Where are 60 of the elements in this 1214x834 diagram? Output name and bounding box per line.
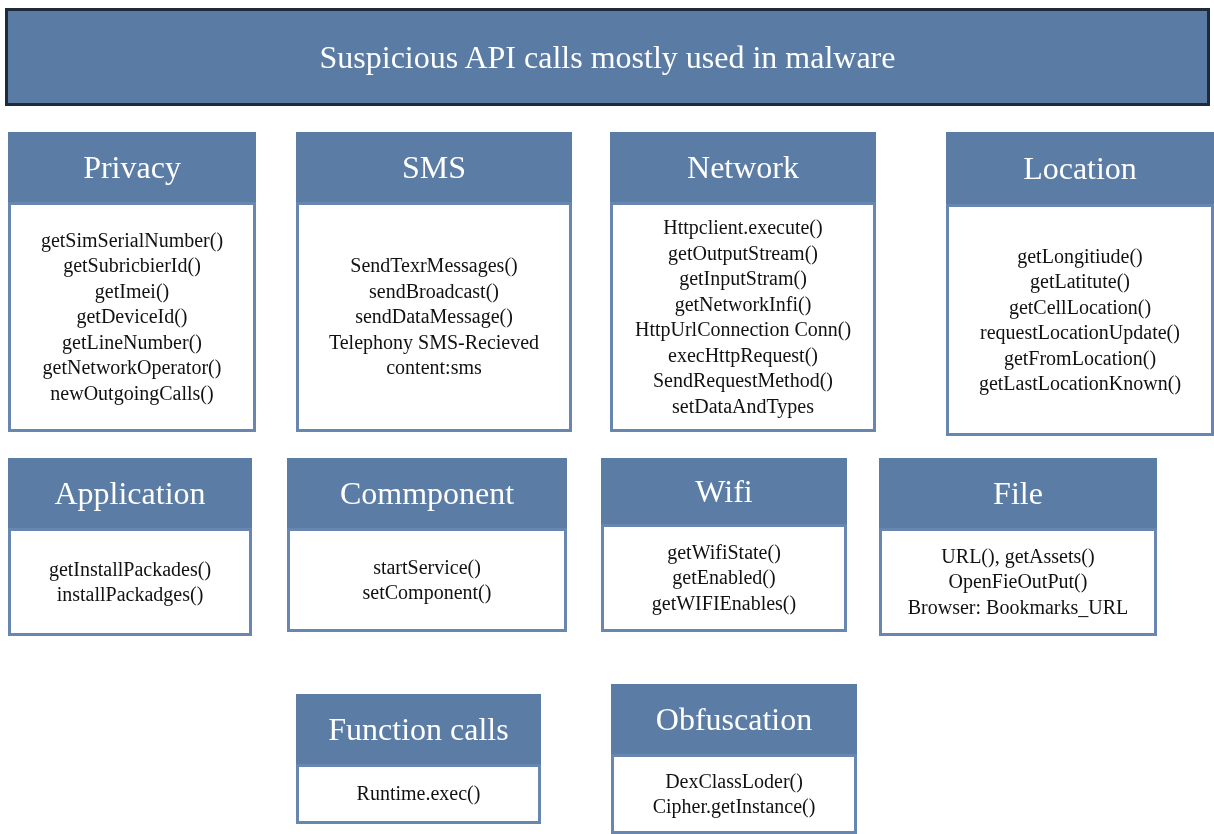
- category-header: Wifi: [601, 458, 847, 524]
- api-call-text: sendBroadcast(): [369, 278, 499, 305]
- api-call-text: getFromLocation(): [1003, 345, 1157, 371]
- category-card: [287, 458, 567, 632]
- api-call-text: getNetworkOperator(): [42, 355, 222, 381]
- category-card: [611, 684, 857, 834]
- category-header: Obfuscation: [611, 684, 857, 754]
- api-call-text: getSubricbierId(): [63, 253, 201, 279]
- api-call-text: requestLocationUpdate(): [980, 320, 1180, 346]
- api-call-text: SendRequestMethod(): [653, 368, 833, 394]
- api-call-text: setDataAndTypes: [672, 393, 814, 419]
- api-call-text: getInputStram(): [679, 266, 807, 292]
- api-call-text: content:sms: [386, 355, 482, 381]
- api-call-text: OpenFieOutPut(): [948, 569, 1088, 595]
- category-card: [8, 458, 252, 636]
- api-call-text: URL(), getAssets(): [941, 543, 1095, 570]
- category-header: Function calls: [296, 694, 541, 764]
- api-call-text: Browser: Bookmarks_URL: [907, 594, 1129, 620]
- title-banner: Suspicious API calls mostly used in malware: [5, 8, 1210, 106]
- api-call-text: installPackadges(): [56, 582, 204, 608]
- api-call-text: getLineNumber(): [62, 329, 202, 356]
- api-call-text: DexClassLoder(): [665, 768, 803, 794]
- category-card: [601, 458, 847, 632]
- category-header: File: [879, 458, 1157, 528]
- category-header: SMS: [296, 132, 572, 202]
- category-card: [296, 694, 541, 824]
- api-call-text: getLastLocationKnown(): [978, 371, 1182, 397]
- api-call-text: Telephony SMS-Recieved: [328, 329, 540, 356]
- api-call-text: getWIFIEnables(): [651, 590, 797, 617]
- api-call-text: HttpUrlConnection Conn(): [634, 317, 852, 343]
- api-call-text: execHttpRequest(): [668, 342, 818, 368]
- category-card: [946, 132, 1214, 436]
- api-call-text: getLongitiude(): [1017, 243, 1143, 269]
- category-header: Application: [8, 458, 252, 528]
- category-header: Location: [946, 132, 1214, 204]
- api-call-text: getDeviceId(): [76, 304, 188, 330]
- category-card: [296, 132, 572, 432]
- api-call-text: newOutgoingCalls(): [50, 380, 214, 407]
- api-call-text: setComponent(): [362, 580, 492, 606]
- api-call-text: getInstallPackades(): [48, 556, 212, 582]
- api-call-text: getEnabled(): [672, 565, 776, 591]
- category-header: Network: [610, 132, 876, 202]
- category-card: [610, 132, 876, 432]
- category-header: Privacy: [8, 132, 256, 202]
- api-call-text: getWifiState(): [667, 539, 781, 566]
- api-call-text: getNetworkInfi(): [674, 291, 812, 317]
- api-call-text: getCellLocation(): [1008, 294, 1152, 320]
- api-call-text: getOutputStream(): [668, 240, 818, 266]
- category-card: [879, 458, 1157, 636]
- api-call-text: SendTexrMessages(): [350, 253, 518, 279]
- api-call-text: Httpclient.execute(): [663, 215, 823, 241]
- api-call-text: Cipher.getInstance(): [652, 794, 816, 820]
- api-call-text: getImei(): [94, 278, 170, 305]
- api-call-text: sendDataMessage(): [355, 304, 513, 330]
- category-header: Commponent: [287, 458, 567, 528]
- category-card: [8, 132, 256, 432]
- api-call-text: Runtime.exec(): [356, 781, 481, 807]
- api-call-text: getLatitute(): [1030, 269, 1130, 295]
- api-call-text: getSimSerialNumber(): [40, 227, 224, 254]
- api-call-text: startService(): [373, 554, 481, 580]
